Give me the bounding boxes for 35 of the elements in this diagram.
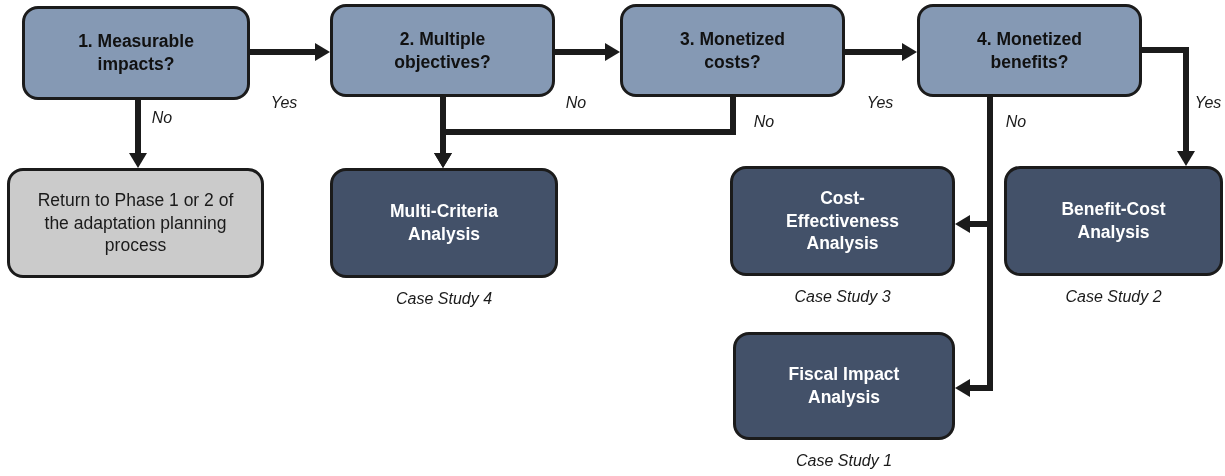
edge-label: Yes	[270, 94, 298, 112]
arrow	[845, 43, 917, 61]
process-box	[7, 168, 264, 278]
edge-label: No	[151, 109, 173, 127]
arrow	[434, 97, 736, 168]
node-text: Multi-Criteria Analysis	[389, 200, 499, 246]
decision-box	[22, 6, 250, 100]
method-box	[330, 168, 558, 278]
node-text: 2. Multiple objectives?	[393, 27, 492, 74]
decision-box	[620, 4, 845, 97]
method-box	[1004, 166, 1223, 276]
node-text: Cost-Effectiveness Analysis	[785, 186, 900, 256]
case-study-caption: Case Study 2	[1065, 288, 1162, 306]
node-text: 1. Measurable impacts?	[77, 30, 195, 76]
method-box	[730, 166, 955, 276]
node-text: 3. Monetized costs?	[679, 27, 786, 74]
case-study-caption: Case Study 4	[395, 290, 493, 308]
node-text: Benefit-Cost Analysis	[1060, 198, 1167, 244]
decision-box	[330, 4, 555, 97]
arrow	[250, 43, 330, 61]
case-study-caption: Case Study 1	[795, 452, 893, 470]
node-text: 4. Monetized benefits?	[976, 27, 1083, 74]
method-box	[733, 332, 955, 440]
decision-box	[917, 4, 1142, 97]
edge-label: Yes	[1194, 94, 1222, 112]
node-text: Fiscal Impact Analysis	[787, 363, 901, 409]
edge-label: No	[1005, 113, 1027, 131]
edge-label: No	[565, 94, 587, 112]
case-study-caption: Case Study 3	[794, 288, 891, 306]
arrow	[1142, 47, 1195, 166]
edge-label: No	[753, 113, 775, 131]
node-text: Return to Phase 1 or 2 of the adaptation planning process	[36, 188, 235, 258]
arrow	[555, 43, 620, 61]
arrow	[129, 100, 147, 168]
edge-label: Yes	[866, 94, 894, 112]
